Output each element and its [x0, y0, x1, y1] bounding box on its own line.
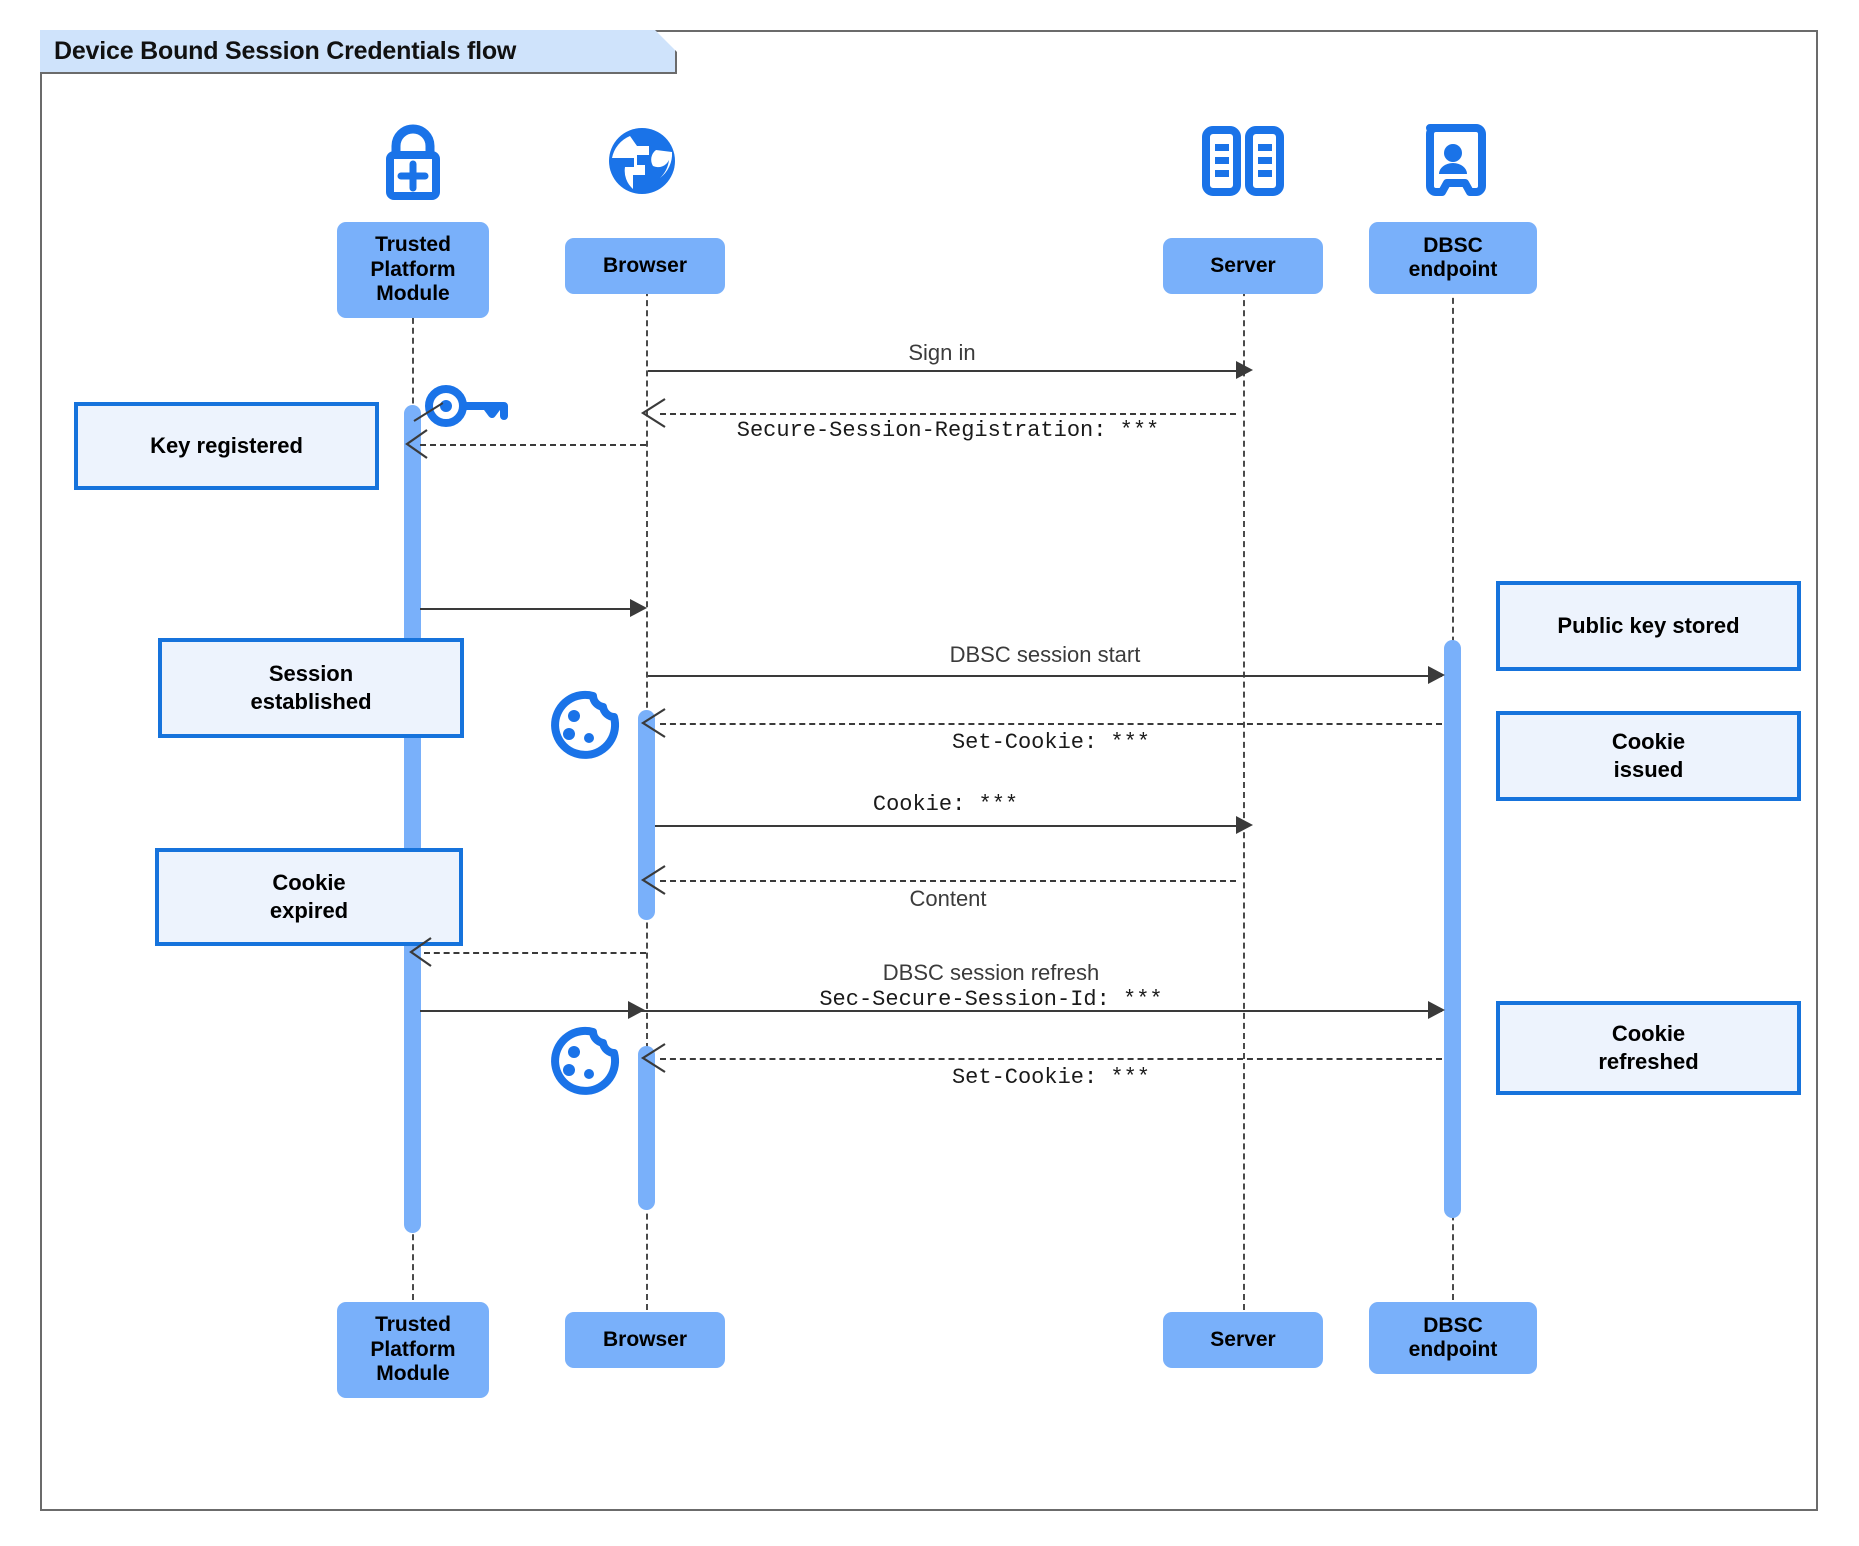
note-key-registered: Key registered	[74, 402, 379, 490]
participant-label: Browser	[602, 253, 688, 277]
message-label-set-cookie-2: Set-Cookie: ***	[951, 1065, 1151, 1090]
participant-tpm-bottom[interactable]: Trusted Platform Module	[337, 1302, 489, 1398]
message-line-dbsc-session-refresh	[420, 1010, 1442, 1012]
note-text-line: Cookie	[1611, 728, 1686, 754]
message-label-content: Content	[909, 886, 987, 911]
message-line-set-cookie-2	[660, 1058, 1442, 1060]
arrowhead-dbsc-session-refresh	[1428, 1001, 1445, 1019]
message-line-set-cookie-1	[660, 723, 1442, 725]
participant-label: Browser	[602, 1327, 688, 1351]
participant-dbsc-bottom[interactable]: DBSC endpoint	[1369, 1302, 1537, 1374]
activation-bar-browser-1	[638, 710, 655, 920]
arrowhead-browser-refresh	[628, 1001, 645, 1019]
key-icon	[424, 380, 508, 432]
note-text-line: refreshed	[1598, 1049, 1699, 1074]
diagram-title-tab: Device Bound Session Credentials flow	[40, 30, 677, 74]
globe-icon	[600, 122, 684, 200]
note-text: Public key stored	[1557, 612, 1740, 638]
participant-label: Trusted	[375, 233, 451, 257]
cookie-icon	[548, 1026, 620, 1098]
arrowhead-dbsc-session-start	[1428, 666, 1445, 684]
message-label-line-2: Sec-Secure-Session-Id: ***	[819, 986, 1163, 1012]
participant-label: endpoint	[1408, 1338, 1498, 1361]
message-line-browser-to-tpm	[424, 952, 646, 954]
participant-server-bottom[interactable]: Server	[1163, 1312, 1323, 1368]
lock-plus-icon	[368, 122, 458, 200]
note-text-line: Cookie	[1611, 1020, 1686, 1046]
message-line-cookie	[655, 825, 1236, 827]
note-text-line: established	[250, 689, 372, 714]
participant-label: DBSC	[1423, 233, 1483, 257]
participant-label: Server	[1210, 253, 1276, 277]
participant-tpm-top[interactable]: Trusted Platform Module	[337, 222, 489, 318]
participant-label: DBSC	[1423, 1313, 1483, 1337]
arrowhead-sign-in	[1236, 361, 1253, 379]
message-line-content	[660, 880, 1236, 882]
note-text-line: expired	[269, 898, 349, 923]
message-line-tpm-to-browser	[420, 608, 636, 610]
message-label-cookie: Cookie: ***	[872, 792, 1019, 817]
page-title: Device Bound Session Credentials flow	[54, 36, 517, 65]
message-label-line-1: DBSC session refresh	[882, 960, 1100, 985]
message-label-dbsc-session-refresh: DBSC session refresh Sec-Secure-Session-…	[540, 960, 1442, 1014]
note-text-line: Cookie	[272, 869, 346, 895]
participant-browser-top[interactable]: Browser	[565, 238, 725, 294]
message-line-secure-session-registration	[660, 413, 1236, 415]
arrowhead-tpm-to-browser	[630, 599, 647, 617]
note-text-line: issued	[1613, 757, 1684, 782]
message-line-sign-in	[648, 370, 1236, 372]
participant-label: Module	[376, 282, 450, 306]
note-text-line: Session	[268, 660, 354, 686]
participant-label: endpoint	[1408, 258, 1498, 281]
message-line-key-register-to-tpm	[420, 444, 646, 446]
lifeline-server	[1243, 260, 1245, 1310]
note-public-key-stored: Public key stored	[1496, 581, 1801, 671]
participant-dbsc-top[interactable]: DBSC endpoint	[1369, 222, 1537, 294]
note-cookie-refreshed: Cookie refreshed	[1496, 1001, 1801, 1095]
participant-label: Platform	[370, 1337, 456, 1361]
participant-label: Server	[1210, 1327, 1276, 1351]
message-label-sign-in: Sign in	[908, 340, 976, 365]
participant-browser-bottom[interactable]: Browser	[565, 1312, 725, 1368]
arrowhead-cookie	[1236, 816, 1253, 834]
id-badge-icon	[1418, 122, 1488, 200]
note-text: Key registered	[150, 432, 303, 458]
cookie-icon	[548, 690, 620, 762]
note-cookie-issued: Cookie issued	[1496, 711, 1801, 801]
message-line-dbsc-session-start	[648, 675, 1442, 677]
participant-label: Trusted	[375, 1313, 451, 1337]
message-label-secure-session-registration: Secure-Session-Registration: ***	[736, 418, 1160, 443]
activation-bar-dbsc	[1444, 640, 1461, 1218]
note-cookie-expired: Cookie expired	[155, 848, 463, 946]
message-label-dbsc-session-start: DBSC session start	[949, 642, 1141, 667]
activation-bar-tpm	[404, 405, 421, 1233]
activation-bar-browser-2	[638, 1046, 655, 1210]
note-session-established: Session established	[158, 638, 464, 738]
participant-label: Module	[376, 1362, 450, 1386]
participant-label: Platform	[370, 257, 456, 281]
server-rack-icon	[1197, 122, 1289, 200]
message-label-set-cookie-1: Set-Cookie: ***	[951, 730, 1151, 755]
participant-server-top[interactable]: Server	[1163, 238, 1323, 294]
